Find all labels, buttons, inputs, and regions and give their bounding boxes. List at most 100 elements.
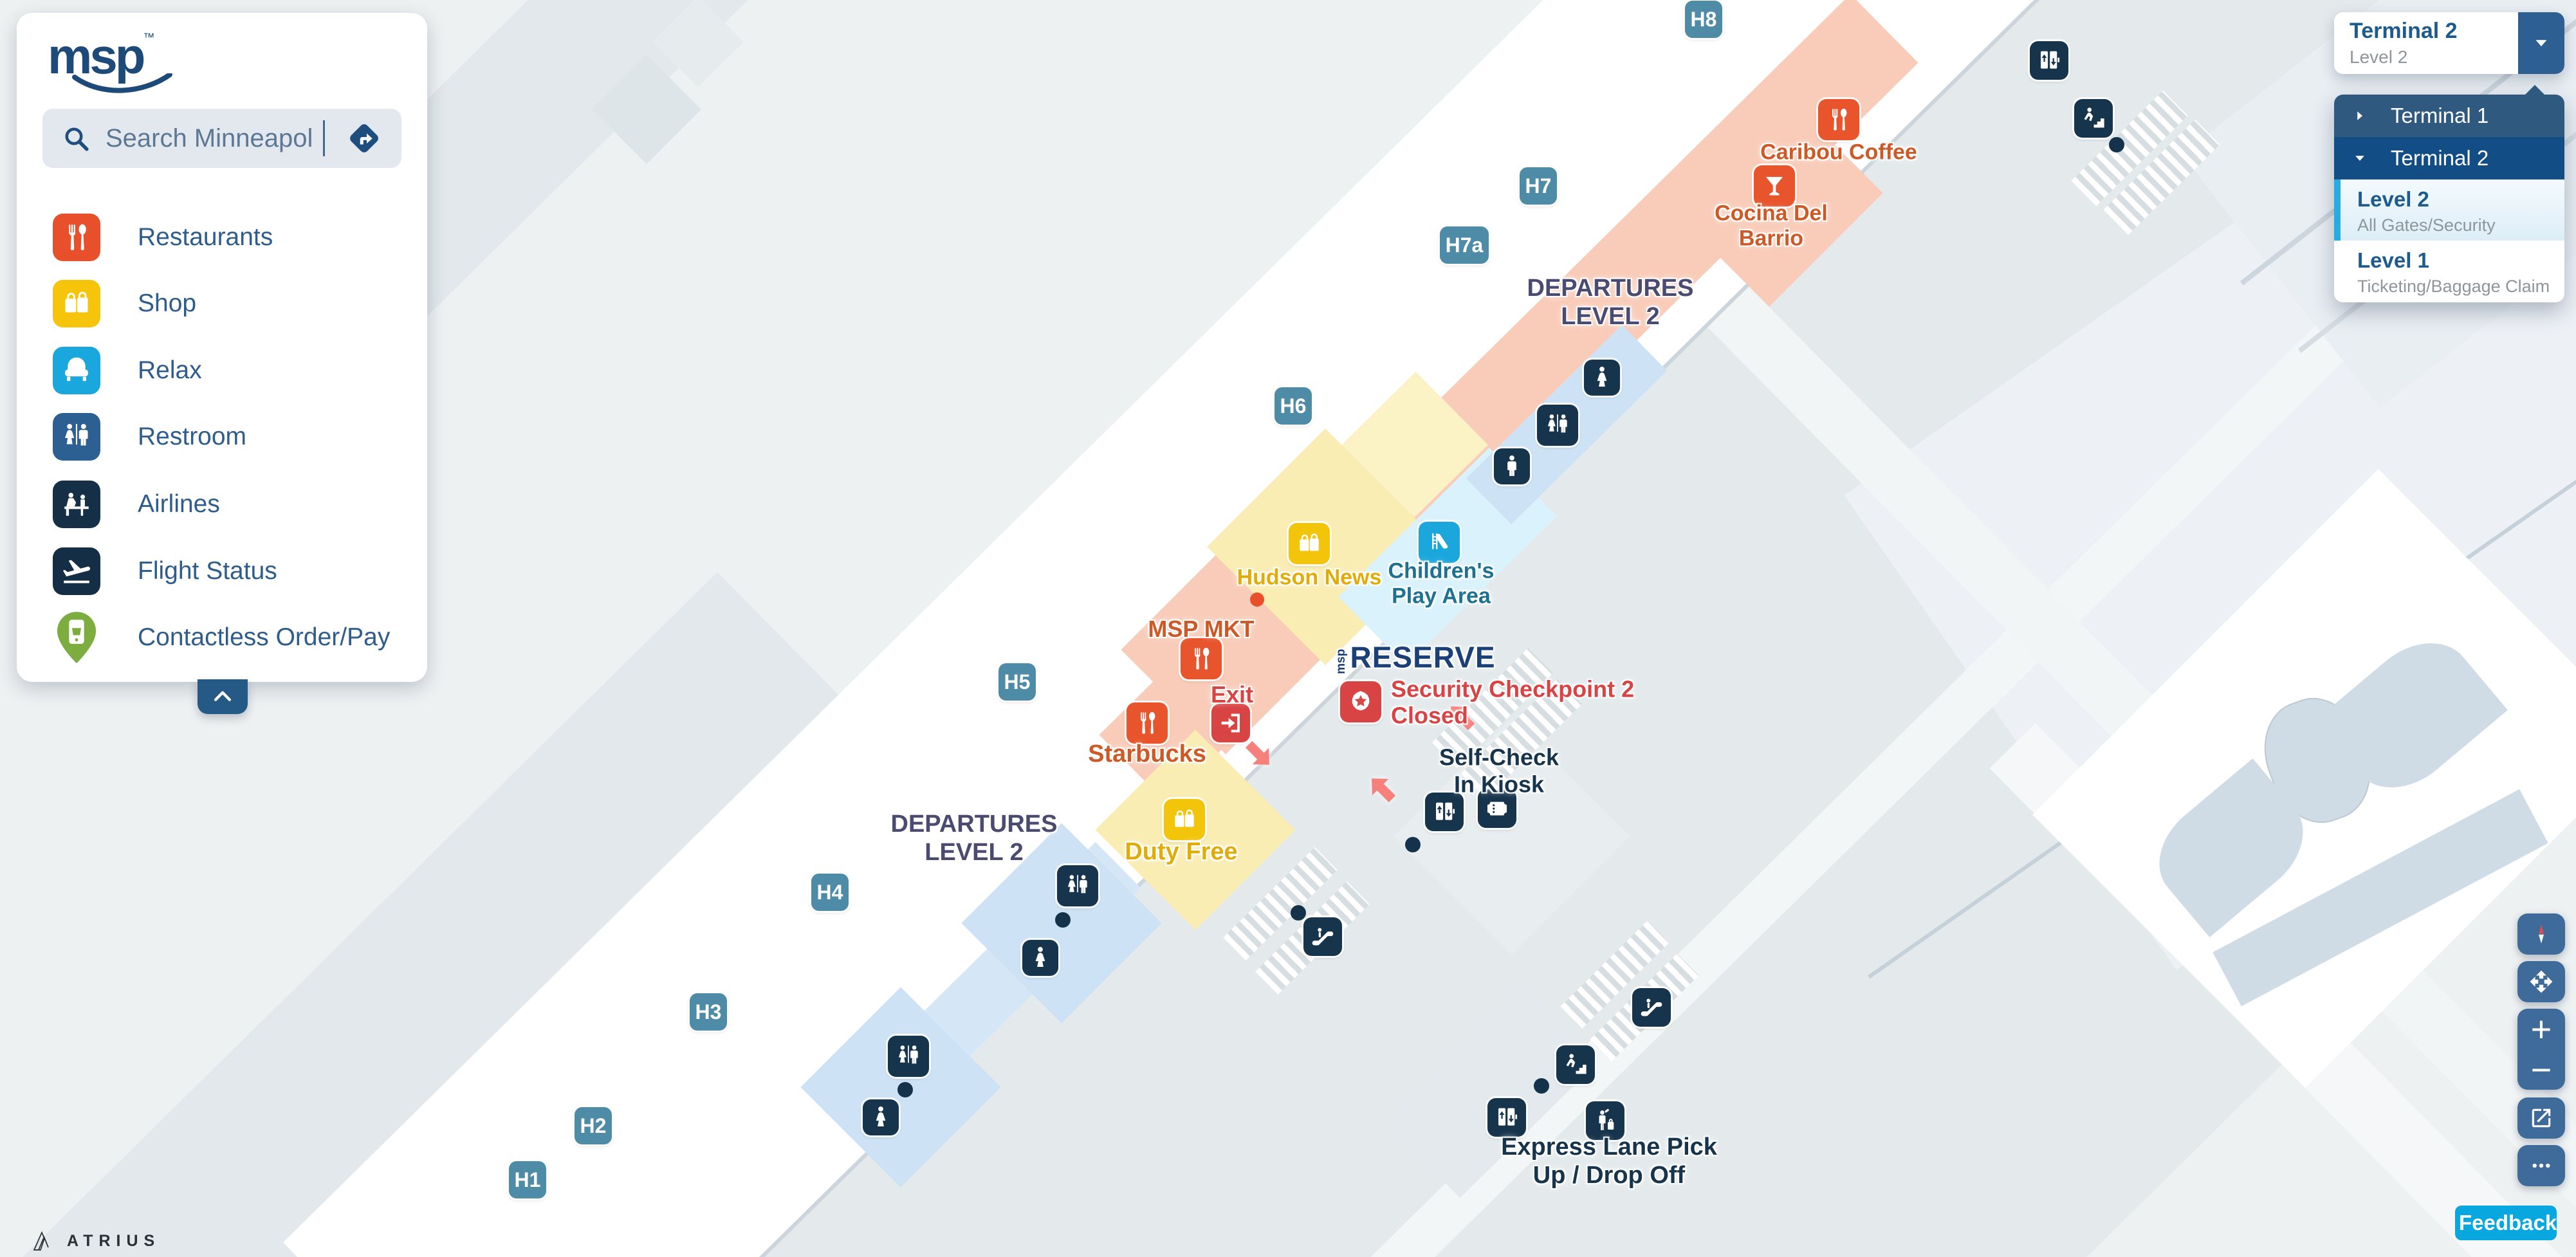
map-label-exit[interactable]: Exit	[1210, 681, 1254, 708]
pickup-dropoff-icon[interactable]	[1586, 1101, 1624, 1140]
share-button[interactable]	[2517, 1097, 2565, 1139]
flight-status-icon	[53, 547, 100, 595]
slide-icon	[1426, 529, 1453, 556]
map-label-childrens-play-area[interactable]: Children's Play Area	[1388, 559, 1495, 610]
sidebar-item-relax[interactable]: Relax	[53, 342, 400, 399]
sidebar-item-label: Relax	[138, 356, 202, 384]
sidebar-item-label: Airlines	[138, 490, 220, 518]
ellipsis-icon	[2529, 1153, 2553, 1178]
escalator-icon[interactable]	[1632, 988, 1671, 1027]
sidebar-item-contactless-order-pay[interactable]: Contactless Order/Pay	[53, 609, 400, 666]
gate-marker-h8[interactable]: H8	[1685, 1, 1722, 38]
compass-button[interactable]	[2517, 913, 2565, 955]
restroom-icon[interactable]	[1057, 865, 1098, 906]
menu-item-terminal-2[interactable]: Terminal 2	[2334, 137, 2564, 179]
sidebar-item-restaurants[interactable]: Restaurants	[53, 208, 400, 266]
label-line: DEPARTURES	[890, 810, 1058, 838]
restroom-icon[interactable]	[888, 1036, 929, 1077]
map-label-cocina-del-barrio[interactable]: Cocina Del Barrio	[1715, 201, 1828, 252]
more-options-button[interactable]	[2517, 1145, 2565, 1186]
stairs-icon[interactable]	[2074, 99, 2113, 138]
zoom-out-button[interactable]: −	[2517, 1049, 2565, 1090]
elevator-icon[interactable]	[2030, 41, 2068, 80]
pan-button[interactable]	[2517, 961, 2565, 1002]
gate-marker-h5[interactable]: H5	[998, 663, 1036, 701]
search-bar	[42, 109, 401, 168]
gate-marker-h4[interactable]: H4	[811, 874, 849, 911]
sidebar-item-label: Restaurants	[138, 223, 273, 251]
map-label-caribou-coffee[interactable]: Caribou Coffee	[1760, 140, 1917, 165]
escalator-glyph	[1638, 994, 1665, 1021]
menu-item-label: Terminal 2	[2391, 146, 2489, 170]
search-divider	[323, 120, 325, 156]
map-label-hudson-news[interactable]: Hudson News	[1237, 565, 1382, 590]
map-label-security-checkpoint-closed[interactable]: Security Checkpoint 2 Closed	[1391, 676, 1634, 729]
restroom-women-icon[interactable]	[1022, 940, 1058, 976]
label-line: Express Lane Pick	[1501, 1133, 1717, 1161]
stairs-glyph	[2080, 105, 2107, 132]
shop-icon-duty-free[interactable]	[1164, 799, 1205, 840]
fork-spoon-icon	[1825, 106, 1852, 133]
label-line: Cocina Del	[1715, 201, 1828, 226]
gate-marker-h1[interactable]: H1	[509, 1161, 546, 1198]
star-badge-icon	[1347, 688, 1374, 715]
chevron-up-icon	[210, 684, 235, 710]
ticket-kiosk-icon[interactable]	[1478, 789, 1516, 828]
restaurant-icon-starbucks[interactable]	[1127, 702, 1168, 744]
elevator-icon[interactable]	[1425, 793, 1464, 831]
gate-marker-h6[interactable]: H6	[1274, 387, 1312, 425]
restroom-icon[interactable]	[1537, 405, 1578, 446]
atrius-logo: ATRIUS	[30, 1230, 160, 1252]
sidebar-collapse-button[interactable]	[198, 679, 248, 714]
man-woman-glyph	[1064, 872, 1091, 899]
children-play-area-icon[interactable]	[1419, 522, 1460, 563]
restaurant-icon-msp-mkt[interactable]	[1181, 638, 1222, 679]
sidebar-item-restroom[interactable]: Restroom	[53, 408, 400, 466]
selector-dropdown-button[interactable]	[2518, 12, 2564, 74]
restroom-women-icon[interactable]	[1584, 360, 1620, 396]
bar-icon-cocina[interactable]	[1754, 165, 1795, 206]
poi-dot	[1405, 837, 1421, 852]
sidebar-item-airlines[interactable]: Airlines	[53, 475, 400, 533]
menu-item-level-2-selected[interactable]: Level 2 All Gates/Security	[2334, 179, 2564, 241]
map-label-msp-mkt[interactable]: MSP MKT	[1148, 616, 1255, 643]
terminal-level-selector[interactable]: Terminal 2 Level 2	[2334, 12, 2564, 74]
exit-icon[interactable]	[1211, 704, 1250, 742]
map-label-duty-free[interactable]: Duty Free	[1125, 838, 1238, 865]
elevator-icon[interactable]	[1487, 1098, 1526, 1137]
gate-marker-h7a[interactable]: H7a	[1440, 226, 1489, 264]
trademark: ™	[143, 31, 155, 44]
security-checkpoint-icon[interactable]	[1340, 681, 1381, 722]
reserve-text: RESERVE	[1350, 640, 1496, 674]
escalator-icon[interactable]	[1303, 917, 1342, 956]
menu-item-level-1[interactable]: Level 1 Ticketing/Baggage Claim	[2334, 241, 2564, 302]
map-label-self-check-in-kiosk[interactable]: Self-Check In Kiosk	[1439, 744, 1559, 798]
directions-button[interactable]	[345, 119, 383, 158]
pickup-glyph	[1592, 1107, 1619, 1134]
direction-arrow-down-right	[1242, 737, 1276, 772]
gate-marker-h2[interactable]: H2	[575, 1107, 612, 1144]
elevator-glyph	[1431, 798, 1458, 825]
gate-marker-h3[interactable]: H3	[690, 993, 727, 1031]
menu-item-terminal-1[interactable]: Terminal 1	[2334, 95, 2564, 137]
search-input[interactable]	[104, 115, 313, 161]
fork-spoon-icon	[1134, 710, 1161, 737]
stairs-icon[interactable]	[1556, 1045, 1595, 1084]
feedback-button[interactable]: Feedback	[2455, 1206, 2557, 1240]
msp-logo[interactable]: msp™	[48, 31, 172, 93]
shop-icon-hudson-news[interactable]	[1289, 523, 1330, 564]
map-label-starbucks[interactable]: Starbucks	[1088, 740, 1206, 767]
restroom-women-icon[interactable]	[863, 1099, 899, 1135]
map-label-msp-reserve[interactable]: mspRESERVE	[1329, 640, 1495, 674]
sidebar-item-flight-status[interactable]: Flight Status	[53, 542, 400, 600]
poi-dot-red	[1250, 592, 1264, 607]
map-label-departures-level2-upper: DEPARTURES LEVEL 2	[1527, 274, 1694, 331]
exit-door-icon	[1217, 710, 1244, 737]
sidebar-item-shop[interactable]: Shop	[53, 275, 400, 333]
restaurant-icon-caribou[interactable]	[1818, 99, 1859, 140]
elevator-glyph	[1493, 1104, 1520, 1131]
zoom-in-button[interactable]: +	[2517, 1009, 2565, 1049]
restroom-men-icon[interactable]	[1494, 448, 1530, 484]
gate-marker-h7[interactable]: H7	[1520, 167, 1557, 205]
